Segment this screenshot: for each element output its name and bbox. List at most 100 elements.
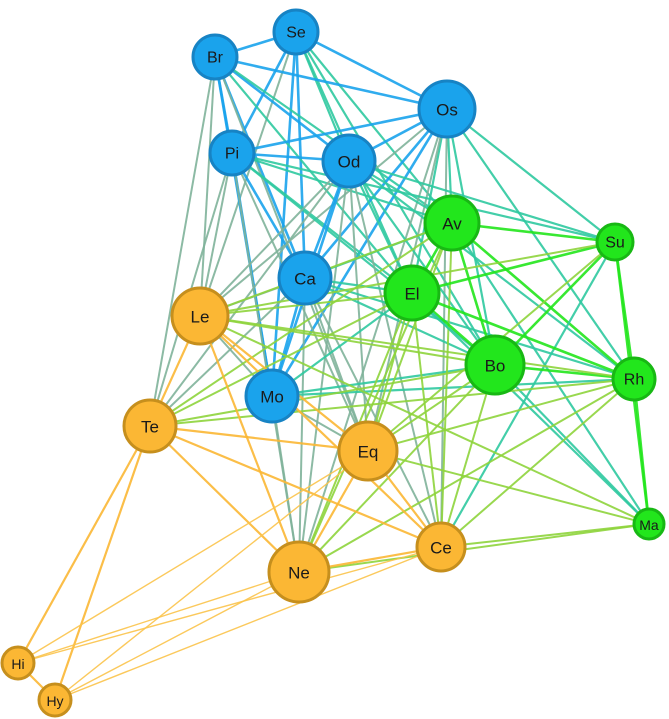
edge-os-ce	[440, 108, 448, 548]
edge-bo-ce	[440, 364, 496, 548]
node-eq[interactable]: Eq	[337, 420, 399, 482]
edge-rh-le	[199, 315, 635, 380]
node-ce[interactable]: Ce	[415, 521, 467, 573]
node-circle	[37, 682, 73, 718]
edge-rh-ce	[440, 378, 635, 548]
node-le[interactable]: Le	[170, 286, 230, 346]
node-circle	[208, 129, 256, 177]
node-label: Se	[286, 25, 306, 42]
node-el[interactable]: El	[383, 264, 441, 322]
node-circle	[321, 133, 377, 189]
node-se[interactable]: Se	[272, 8, 320, 56]
node-ca[interactable]: Ca	[277, 250, 333, 306]
edge-mo-el	[271, 292, 413, 397]
edge-el-te	[149, 292, 413, 427]
edge-ca-eq	[304, 277, 369, 452]
edge-bo-ne	[298, 364, 496, 573]
node-label: Ca	[294, 270, 316, 289]
node-circle	[267, 540, 331, 604]
edge-av-eq	[367, 222, 453, 452]
edge-te-ne	[149, 425, 300, 573]
node-circle	[464, 334, 526, 396]
node-label: Bo	[485, 357, 506, 376]
node-label: Mo	[260, 388, 284, 407]
node-te[interactable]: Te	[122, 398, 178, 454]
node-circle	[415, 521, 467, 573]
edge-od-bo	[348, 160, 496, 366]
edge-eq-hy	[54, 450, 369, 701]
node-circle	[383, 264, 441, 322]
node-circle	[417, 79, 477, 139]
node-circle	[595, 222, 635, 262]
node-label: Le	[191, 308, 210, 327]
edge-os-ca	[304, 108, 448, 279]
edge-od-le	[199, 160, 350, 317]
edge-ma-eq	[367, 450, 650, 525]
edge-se-bo	[295, 31, 496, 366]
node-ne[interactable]: Ne	[267, 540, 331, 604]
edge-se-av	[295, 31, 453, 224]
edge-os-rh	[446, 108, 635, 380]
edge-od-ne	[298, 160, 350, 573]
edge-br-le	[199, 56, 216, 317]
node-label: Os	[436, 101, 458, 120]
edge-av-te	[149, 222, 453, 427]
node-label: Eq	[358, 443, 379, 462]
node-circle	[632, 507, 666, 541]
node-circle	[423, 194, 481, 252]
edge-os-le	[199, 108, 448, 317]
node-circle	[0, 645, 36, 681]
node-rh[interactable]: Rh	[611, 356, 657, 402]
edge-os-su	[446, 108, 616, 243]
edge-eq-hi	[17, 450, 369, 664]
node-br[interactable]: Br	[191, 33, 239, 81]
node-av[interactable]: Av	[423, 194, 481, 252]
node-circle	[337, 420, 399, 482]
edge-od-te	[149, 160, 350, 427]
edge-av-ma	[451, 222, 650, 525]
edge-br-od	[214, 55, 350, 163]
node-label: Hi	[11, 656, 24, 672]
node-circle	[122, 398, 178, 454]
edge-te-hy	[53, 425, 152, 701]
node-os[interactable]: Os	[417, 79, 477, 139]
edge-br-el	[214, 56, 413, 294]
node-label: Av	[442, 215, 462, 234]
edge-os-pi	[231, 107, 448, 155]
node-circle	[191, 33, 239, 81]
node-su[interactable]: Su	[595, 222, 635, 262]
node-circle	[244, 368, 300, 424]
edge-ma-le	[199, 315, 650, 525]
edge-te-eq	[149, 424, 369, 453]
edge-ce-hi	[17, 546, 442, 664]
edge-bo-le	[199, 315, 496, 366]
node-hy[interactable]: Hy	[37, 682, 73, 718]
edge-el-rh	[411, 291, 635, 381]
node-label: Br	[207, 50, 224, 67]
edge-od-su	[348, 159, 616, 244]
node-label: Hy	[46, 693, 63, 709]
node-mo[interactable]: Mo	[244, 368, 300, 424]
edge-te-hi	[17, 425, 151, 664]
node-label: Ma	[639, 517, 659, 533]
edge-av-rh	[451, 222, 635, 380]
node-ma[interactable]: Ma	[632, 507, 666, 541]
node-label: Ce	[430, 539, 452, 558]
edge-rh-ne	[298, 378, 635, 573]
edge-br-os	[214, 55, 448, 111]
edge-se-ca	[294, 31, 307, 279]
edge-layer	[17, 30, 651, 701]
node-pi[interactable]: Pi	[208, 129, 256, 177]
edge-br-te	[149, 56, 216, 427]
node-od[interactable]: Od	[321, 133, 377, 189]
node-hi[interactable]: Hi	[0, 645, 36, 681]
node-bo[interactable]: Bo	[464, 334, 526, 396]
edge-su-el	[411, 240, 616, 295]
edge-rh-te	[149, 378, 635, 427]
edge-bo-ma	[494, 364, 650, 525]
edge-od-rh	[348, 160, 635, 380]
edge-bo-te	[149, 364, 496, 427]
edge-ne-hi	[17, 571, 300, 664]
node-label: Rh	[624, 372, 644, 389]
